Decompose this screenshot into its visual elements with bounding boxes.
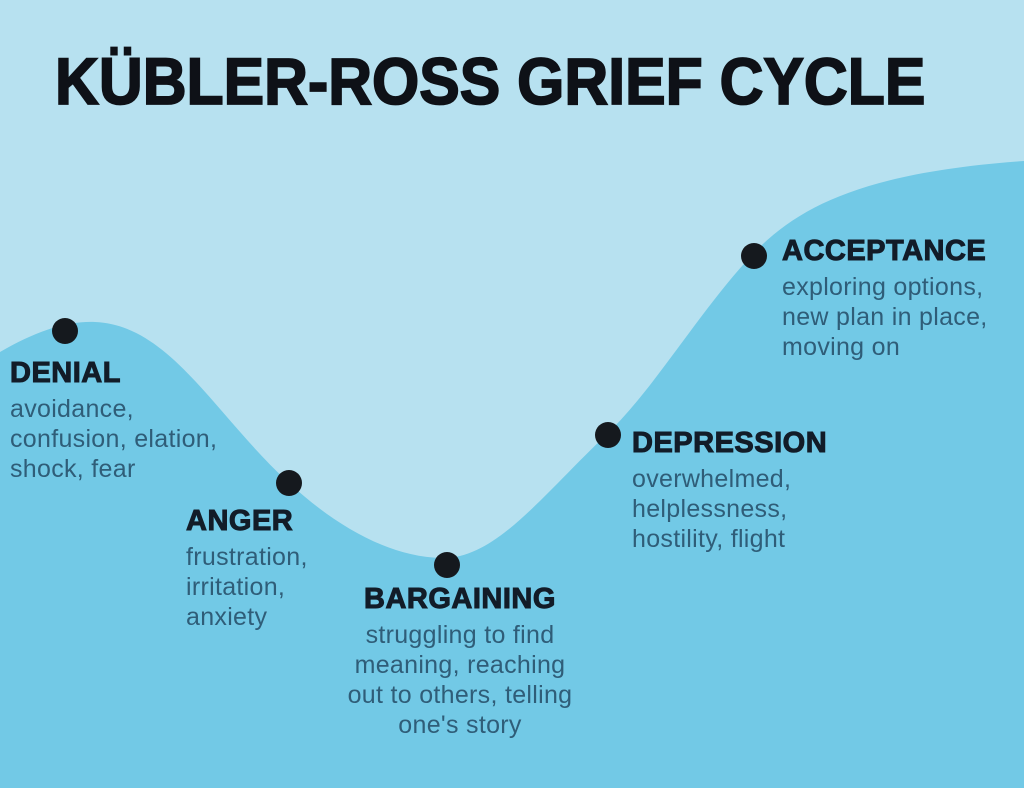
desc-line: irritation, <box>186 572 286 601</box>
stage-dot-anger <box>276 470 302 496</box>
desc-line: confusion, elation, <box>10 424 218 453</box>
desc-line: out to others, telling <box>347 680 573 709</box>
desc-line: struggling to find <box>365 620 555 649</box>
desc-line: meaning, reaching <box>354 650 566 679</box>
desc-line: avoidance, <box>10 394 134 423</box>
stage-label-bargaining: BARGAINING struggling to find meaning, r… <box>325 583 595 740</box>
desc-line: new plan in place, <box>782 302 988 331</box>
desc-line: exploring options, <box>782 272 984 301</box>
stage-description: struggling to find meaning, reaching out… <box>325 620 595 740</box>
stage-name: ACCEPTANCE <box>782 235 987 268</box>
stage-description: avoidance, confusion, elation, shock, fe… <box>10 394 217 484</box>
grief-curve-path <box>0 161 1024 788</box>
stage-label-denial: DENIAL avoidance, confusion, elation, sh… <box>9 357 217 484</box>
stage-description: overwhelmed, helplessness, hostility, fl… <box>632 464 827 554</box>
desc-line: moving on <box>782 332 901 361</box>
desc-line: helplessness, <box>632 494 788 523</box>
stage-dot-acceptance <box>741 243 767 269</box>
stage-name: ANGER <box>186 505 294 538</box>
desc-line: hostility, flight <box>632 524 786 553</box>
desc-line: anxiety <box>186 602 268 631</box>
page-title: KÜBLER-ROSS GRIEF CYCLE <box>54 44 926 118</box>
stage-name: DEPRESSION <box>631 427 828 460</box>
stage-dot-depression <box>595 422 621 448</box>
stage-label-acceptance: ACCEPTANCE exploring options, new plan i… <box>782 235 988 362</box>
stage-name: BARGAINING <box>364 583 556 616</box>
stage-description: exploring options, new plan in place, mo… <box>782 272 988 362</box>
stage-label-depression: DEPRESSION overwhelmed, helplessness, ho… <box>631 427 828 554</box>
stage-dot-denial <box>52 318 78 344</box>
stage-dot-bargaining <box>434 552 460 578</box>
desc-line: frustration, <box>186 542 308 571</box>
stage-label-anger: ANGER frustration, irritation, anxiety <box>186 505 308 632</box>
desc-line: shock, fear <box>10 454 136 483</box>
stage-name: DENIAL <box>9 357 121 390</box>
desc-line: one's story <box>398 710 522 739</box>
desc-line: overwhelmed, <box>632 464 792 493</box>
stage-description: frustration, irritation, anxiety <box>186 542 308 632</box>
